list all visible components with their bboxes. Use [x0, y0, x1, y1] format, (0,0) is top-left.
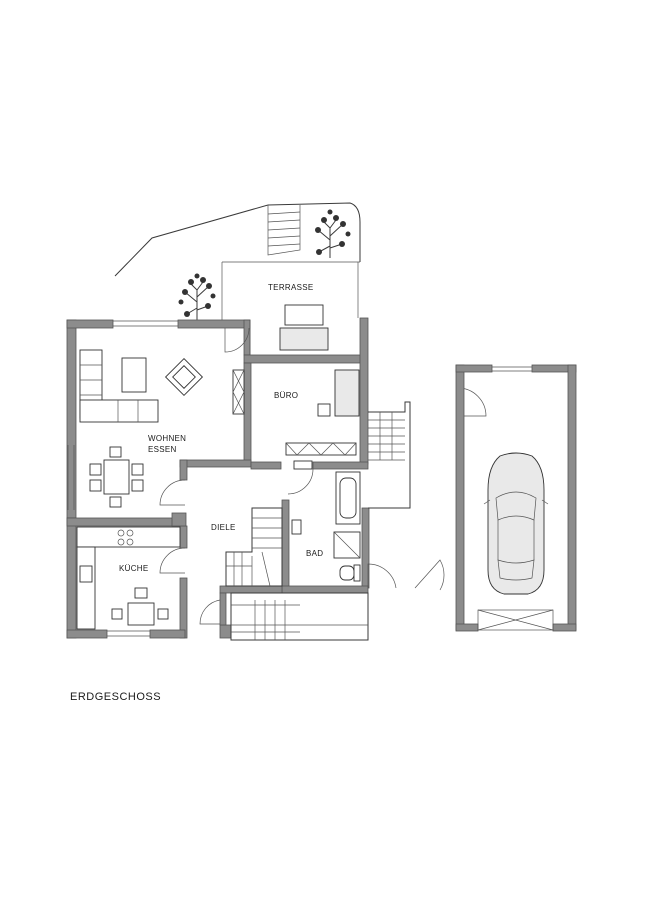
kitchen-counter: [76, 526, 181, 630]
stairs-icon: [225, 507, 283, 587]
windows: [67, 320, 251, 637]
garden-steps: [267, 205, 301, 256]
office-shelf: [285, 442, 357, 470]
washbasin: [291, 519, 302, 535]
cabinet: [232, 369, 245, 415]
stairs-icon: [368, 401, 411, 509]
armchair: [164, 357, 204, 397]
room-label-wohnen: WOHNEN: [148, 434, 186, 443]
garage: [455, 364, 577, 632]
room-label-bad: BAD: [306, 549, 323, 558]
sofa: [79, 349, 159, 423]
room-label-kueche: KÜCHE: [119, 564, 149, 573]
garden-outline: [114, 202, 361, 320]
room-label-buero: BÜRO: [274, 391, 298, 400]
entrance-steps: [230, 592, 369, 641]
door-swing-icon: [159, 327, 487, 625]
tree-icon: [178, 273, 216, 322]
office-desk: [317, 369, 360, 417]
room-label-diele: DIELE: [211, 523, 236, 532]
room-label-essen: ESSEN: [148, 445, 177, 454]
terrace-table: [279, 304, 329, 351]
dining-table: [89, 446, 144, 508]
coffee-table: [121, 357, 147, 393]
room-label-terrasse: TERRASSE: [268, 283, 314, 292]
shower: [333, 531, 361, 559]
kitchen-table: [111, 587, 169, 626]
bathtub: [335, 471, 361, 525]
toilet: [339, 564, 361, 582]
car-icon: [483, 452, 549, 595]
floor-title: ERDGESCHOSS: [70, 691, 162, 703]
tree-icon: [315, 209, 351, 258]
